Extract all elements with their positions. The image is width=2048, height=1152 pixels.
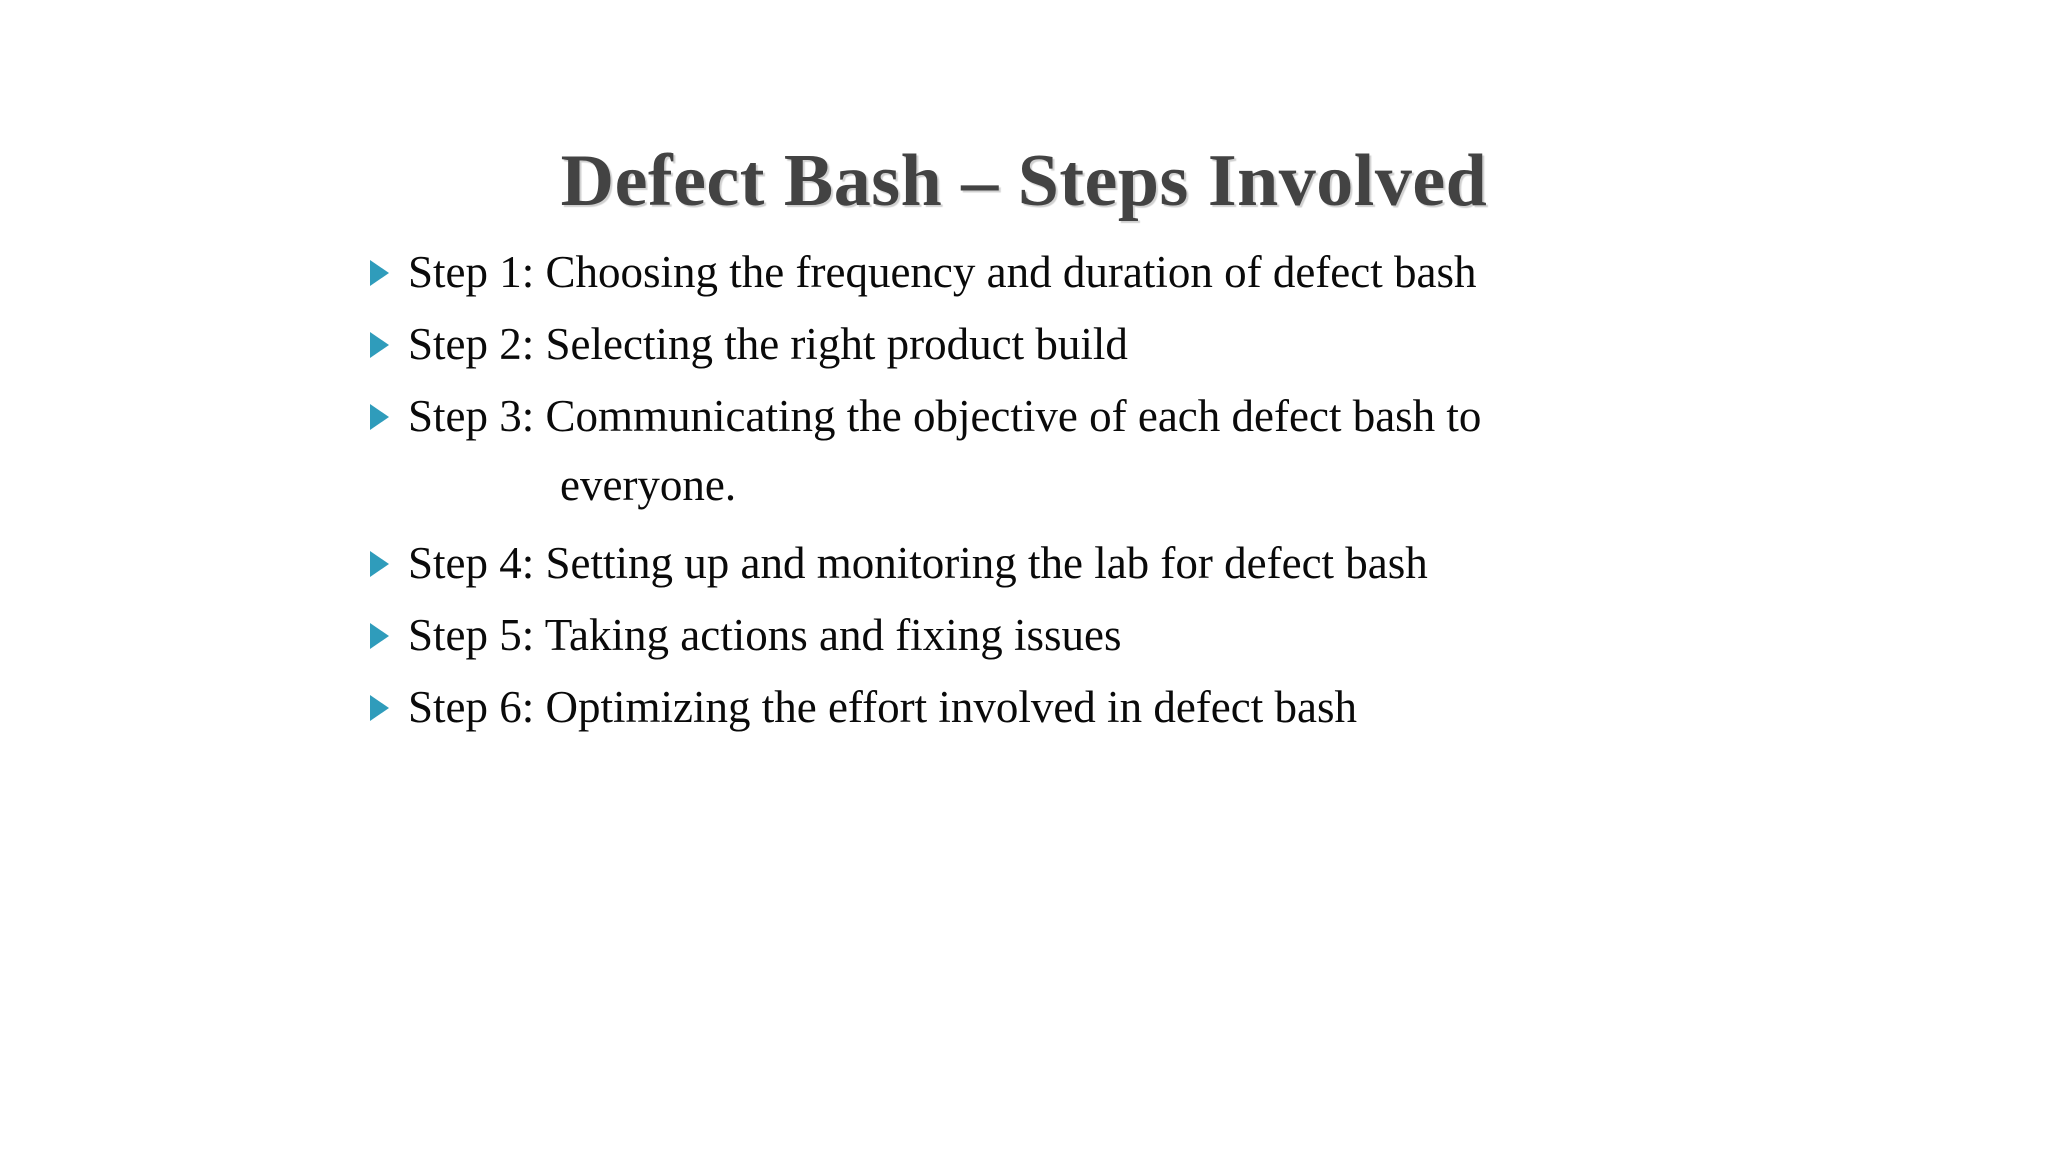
page-title: Defect Bash – Steps Involved [560,139,1488,222]
list-item-continuation: everyone. [560,460,737,510]
list-item-label: Step 6: Optimizing the effort involved i… [408,682,1357,732]
triangle-right-icon [370,695,389,721]
list-item-step-6[interactable]: Step 6: Optimizing the effort involved i… [362,673,1782,742]
triangle-right-icon [370,623,389,649]
list-item-step-4[interactable]: Step 4: Setting up and monitoring the la… [362,529,1782,598]
list-item-label: Step 2: Selecting the right product buil… [408,319,1128,369]
list-item-step-1[interactable]: Step 1: Choosing the frequency and durat… [362,238,1782,307]
list-item-label: Step 1: Choosing the frequency and durat… [408,247,1477,297]
bullet-list: Step 1: Choosing the frequency and durat… [362,238,1782,745]
list-item-step-5[interactable]: Step 5: Taking actions and fixing issues [362,601,1782,670]
list-item-step-3[interactable]: Step 3: Communicating the objective of e… [362,382,1782,520]
triangle-right-icon [370,332,389,358]
list-item-label: Step 3: Communicating the objective of e… [408,391,1482,441]
list-item-step-2[interactable]: Step 2: Selecting the right product buil… [362,310,1782,379]
triangle-right-icon [370,404,389,430]
list-item-label: Step 5: Taking actions and fixing issues [408,610,1122,660]
triangle-right-icon [370,260,389,286]
list-item-label: Step 4: Setting up and monitoring the la… [408,538,1428,588]
triangle-right-icon [370,551,389,577]
